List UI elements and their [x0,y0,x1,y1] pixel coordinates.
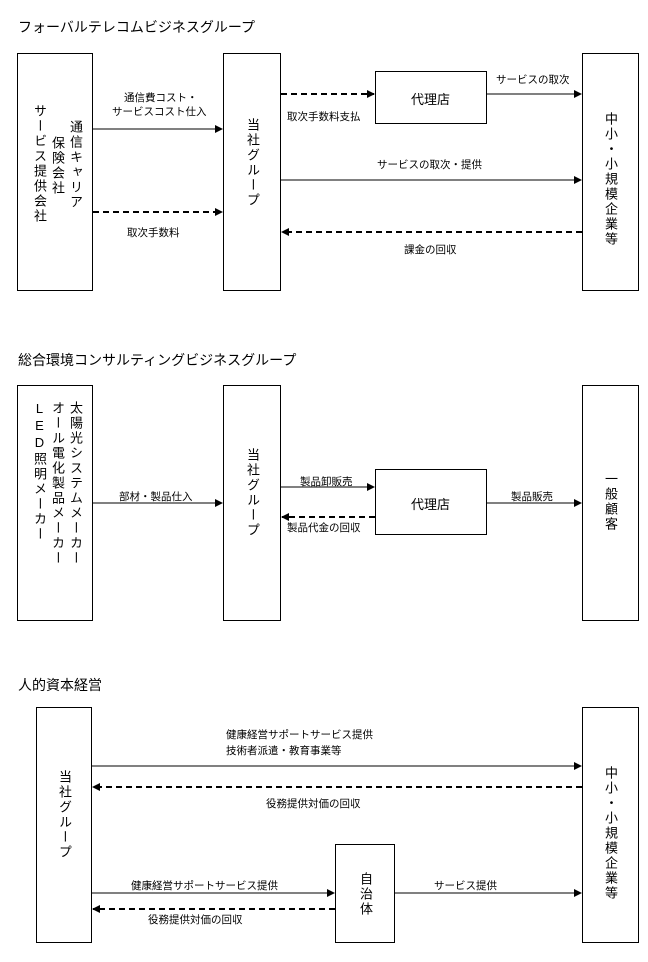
telecom-customer-label: 中小・小規模企業等 [603,112,618,247]
telecom-arrow-cost-label2: サービスコスト仕入 [112,106,207,118]
environment-agency-box: 代理店 [375,469,487,535]
telecom-service-provider-label: サービス提供会社 [32,104,47,224]
human-arrow-top1-label: 健康経営サポートサービス提供 [226,729,373,741]
environment-maker-box: 太陽光システムメーカー オール電化製品メーカー LED照明メーカー [17,385,93,621]
section-title-telecom: フォーバルテレコムビジネスグループ [18,19,256,35]
human-arrow-collect2-label: 役務提供対価の回収 [148,914,243,926]
environment-electric-maker-label: オール電化製品メーカー [50,401,65,566]
telecom-arrow-fee-label: 取次手数料 [127,227,180,239]
human-arrow-top2-label: 技術者派遣・教育事業等 [226,745,342,757]
environment-solar-maker-label: 太陽光システムメーカー [68,401,83,566]
telecom-company-group-box: 当社グループ [223,53,281,291]
environment-arrow-parts-label: 部材・製品仕入 [119,491,193,503]
telecom-carrier-label: 通信キャリア [68,120,83,210]
environment-company-group-label: 当社グループ [245,448,260,538]
environment-company-group-box: 当社グループ [223,385,281,621]
section-title-human: 人的資本経営 [18,677,102,693]
human-arrow-health-label: 健康経営サポートサービス提供 [131,880,278,892]
human-municipality-label: 自治体 [358,872,373,917]
environment-arrow-wholesale-label: 製品卸販売 [300,476,353,488]
telecom-company-group-label: 当社グループ [245,118,260,208]
human-municipality-box: 自治体 [335,844,395,943]
telecom-arrow-collect-label: 課金の回収 [404,244,457,256]
human-arrow-collect1-label: 役務提供対価の回収 [266,798,361,810]
environment-customer-label: 一般顧客 [603,472,618,532]
environment-arrow-sales-label: 製品販売 [511,491,553,503]
environment-led-maker-label: LED照明メーカー [32,401,47,542]
human-customer-label: 中小・小規模企業等 [603,766,618,901]
telecom-insurance-label: 保険会社 [50,136,65,196]
telecom-arrow-cost-label: 通信費コスト・ [124,92,198,104]
telecom-arrow-relay-label: サービスの取次 [496,74,570,86]
telecom-supplier-box: 通信キャリア 保険会社 サービス提供会社 [17,53,93,291]
human-customer-box: 中小・小規模企業等 [582,707,639,943]
telecom-agency-label: 代理店 [411,92,451,107]
human-company-group-label: 当社グループ [57,770,72,860]
section-title-environment: 総合環境コンサルティングビジネスグループ [18,352,297,368]
telecom-arrow-fee-pay-label: 取次手数料支払 [287,111,361,123]
telecom-customer-box: 中小・小規模企業等 [582,53,639,291]
environment-arrow-payment-label: 製品代金の回収 [287,522,361,534]
human-arrow-service-label: サービス提供 [434,880,497,892]
human-company-group-box: 当社グループ [36,707,92,943]
environment-agency-label: 代理店 [411,497,451,512]
environment-customer-box: 一般顧客 [582,385,639,621]
telecom-agency-box: 代理店 [375,71,487,124]
telecom-arrow-provide-label: サービスの取次・提供 [377,159,482,171]
